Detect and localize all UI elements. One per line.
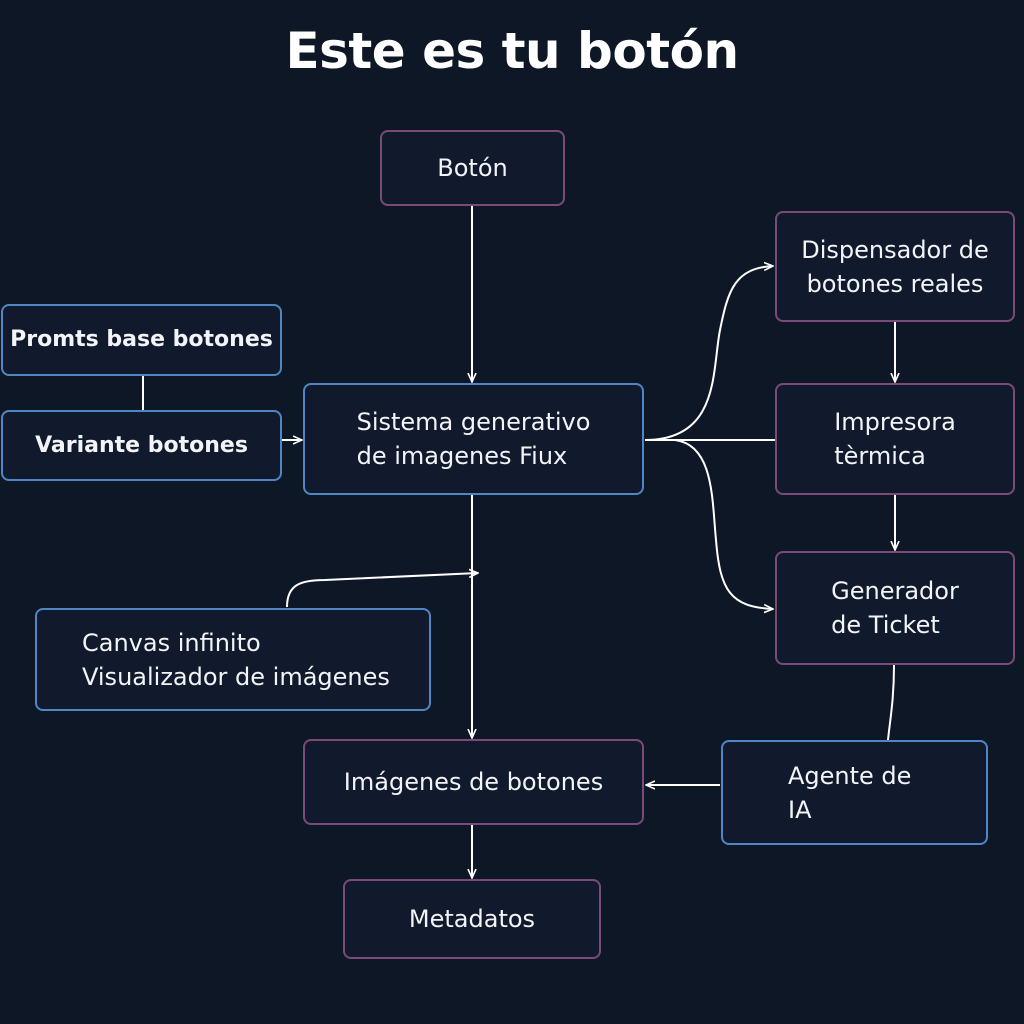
- edge-sistema-to-dispensador: [644, 266, 773, 441]
- edge-generador-to-agente: [887, 664, 895, 741]
- node-variante: Variante botones: [1, 410, 282, 481]
- node-generador-label: Generador de Ticket: [831, 577, 959, 639]
- node-imagenes-label: Imágenes de botones: [343, 768, 604, 796]
- node-impresora: Impresora tèrmica: [775, 383, 1015, 495]
- node-metadatos: Metadatos: [343, 879, 601, 959]
- node-generador: Generador de Ticket: [775, 551, 1015, 665]
- node-prompts-base: Promts base botones: [1, 304, 282, 376]
- node-dispensador-label: Dispensador de botones reales: [801, 235, 989, 298]
- node-boton-label: Botón: [437, 154, 508, 182]
- node-agente: Agente de IA: [721, 740, 988, 845]
- node-sistema: Sistema generativo de imagenes Fiux: [303, 383, 644, 495]
- node-variante-label: Variante botones: [35, 432, 248, 458]
- edge-canvas-to-sistema-line: [286, 573, 478, 608]
- node-canvas: Canvas infinito Visualizador de imágenes: [35, 608, 431, 711]
- node-imagenes: Imágenes de botones: [303, 739, 644, 825]
- node-agente-label: Agente de IA: [788, 761, 912, 824]
- page-title: Este es tu botón: [285, 22, 739, 80]
- node-prompts-base-label: Promts base botones: [10, 327, 273, 352]
- edge-sistema-to-generador: [674, 439, 773, 609]
- node-impresora-label: Impresora tèrmica: [834, 408, 956, 470]
- node-boton: Botón: [380, 130, 565, 206]
- node-sistema-label: Sistema generativo de imagenes Fiux: [356, 408, 591, 470]
- node-dispensador: Dispensador de botones reales: [775, 211, 1015, 322]
- node-canvas-label: Canvas infinito Visualizador de imágenes: [82, 628, 390, 691]
- node-metadatos-label: Metadatos: [408, 905, 536, 933]
